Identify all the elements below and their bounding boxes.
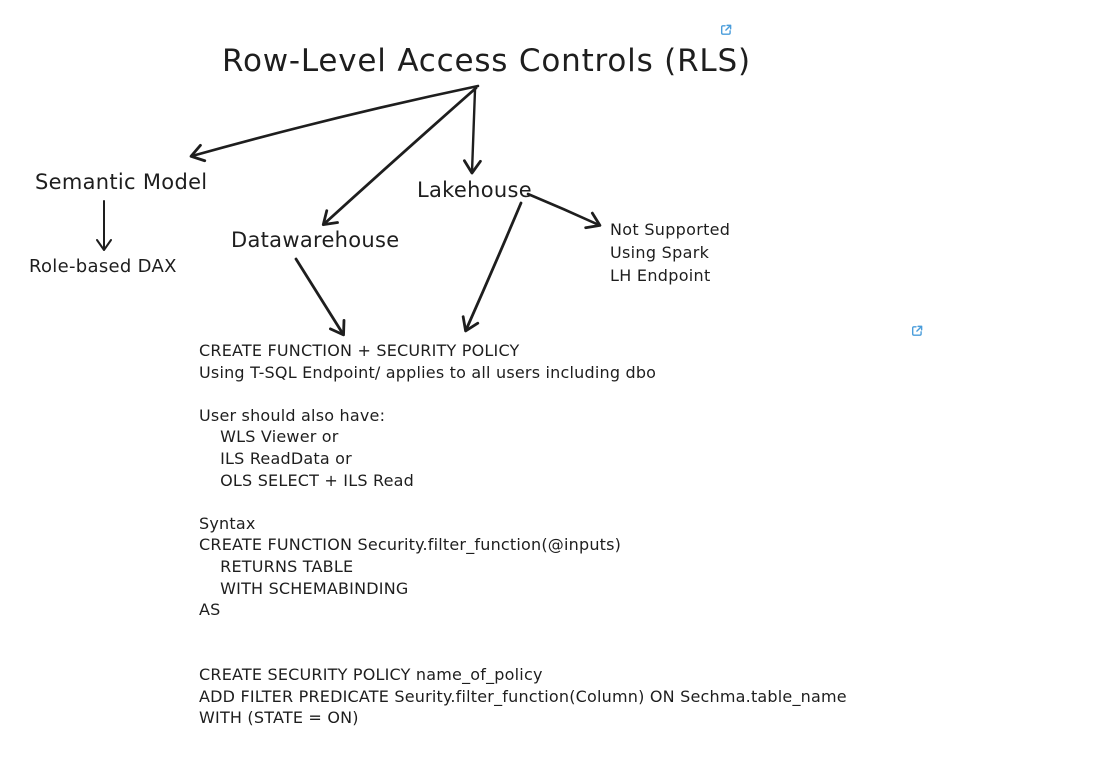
arrow-lakehouse-to-code-block bbox=[461, 201, 523, 333]
arrow-title-to-lakehouse bbox=[463, 88, 482, 175]
node-lakehouse: Lakehouse bbox=[417, 178, 532, 202]
arrow-title-to-semantic-model bbox=[189, 84, 480, 163]
arrow-datawarehouse-to-code-block bbox=[294, 257, 346, 337]
external-link-icon[interactable] bbox=[910, 324, 924, 338]
node-role-based-dax: Role-based DAX bbox=[29, 256, 177, 277]
arrow-title-to-datawarehouse bbox=[321, 86, 478, 227]
diagram-title: Row-Level Access Controls (RLS) bbox=[222, 43, 751, 79]
node-not-supported: Not Supported Using Spark LH Endpoint bbox=[610, 220, 731, 285]
arrow-lakehouse-to-not-supported bbox=[526, 192, 602, 230]
external-link-icon[interactable] bbox=[719, 23, 733, 37]
rls-code-notes-block: CREATE FUNCTION + SECURITY POLICY Using … bbox=[199, 341, 847, 728]
node-datawarehouse: Datawarehouse bbox=[231, 228, 400, 252]
node-semantic-model: Semantic Model bbox=[35, 170, 208, 194]
